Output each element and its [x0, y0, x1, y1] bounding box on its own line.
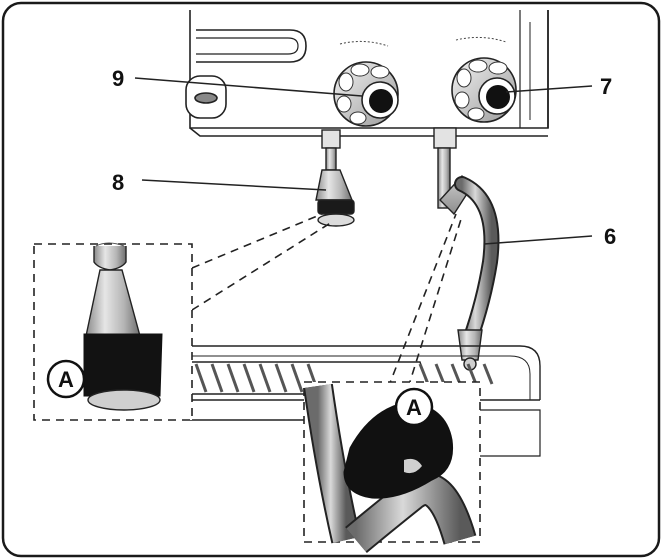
callout-6: 6: [604, 224, 616, 249]
leader-8: [141, 179, 327, 191]
callout-leaders: [134, 77, 593, 245]
knob-7-hot-water-valve: [451, 36, 517, 123]
leader-7: [505, 85, 593, 93]
svg-text:A: A: [58, 367, 74, 392]
leader-9: [134, 77, 363, 97]
knob-9-steam-valve: [333, 40, 399, 127]
svg-text:A: A: [406, 395, 422, 420]
callout-9: 9: [112, 66, 124, 91]
steam-wand-6: [433, 127, 500, 371]
badge-a-left: A: [46, 359, 86, 399]
hot-water-nozzle-8: [315, 129, 355, 227]
badge-a-right: A: [394, 387, 434, 427]
callout-8: 8: [112, 170, 124, 195]
leader-6: [483, 235, 593, 245]
zoom-rays: [191, 213, 463, 389]
callout-7: 7: [600, 74, 612, 99]
inset-wand-closeup: [303, 381, 481, 554]
